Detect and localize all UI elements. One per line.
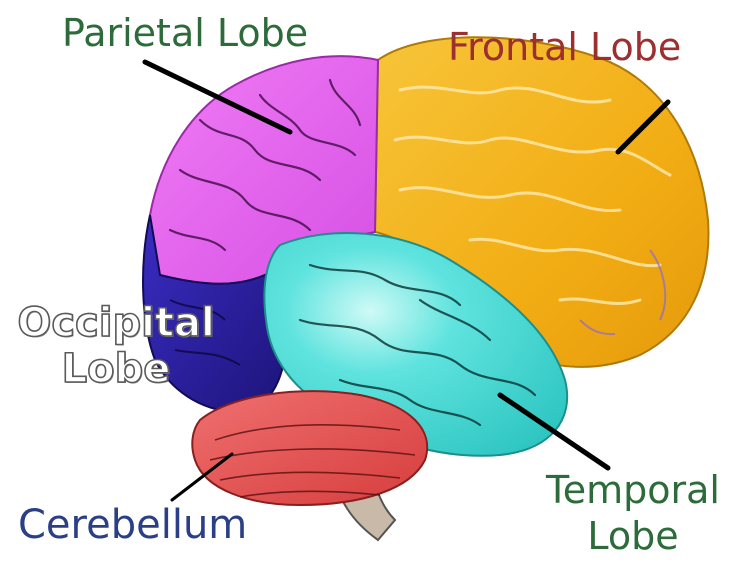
occipital-label-line2: Lobe: [6, 346, 226, 392]
frontal-lobe-label: Frontal Lobe: [448, 28, 681, 66]
temporal-lobe-label: Temporal Lobe: [520, 468, 746, 559]
occipital-label-line1: Occipital: [6, 300, 226, 346]
cerebellum-label: Cerebellum: [18, 505, 247, 545]
temporal-label-line1: Temporal: [520, 468, 746, 514]
occipital-lobe-label: Occipital Lobe: [6, 300, 226, 392]
temporal-label-line2: Lobe: [520, 514, 746, 560]
parietal-lobe-label: Parietal Lobe: [62, 14, 308, 52]
